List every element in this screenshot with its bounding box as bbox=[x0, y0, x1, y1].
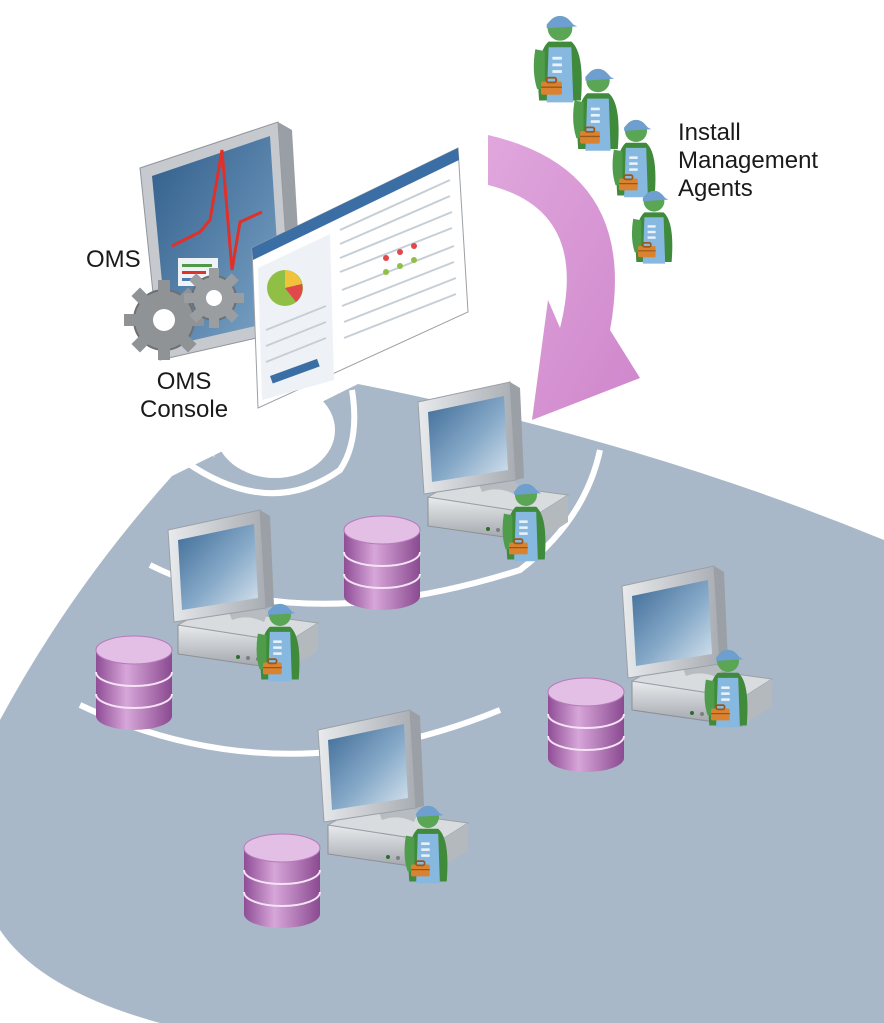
install-arrow bbox=[488, 135, 640, 420]
database-icon bbox=[243, 833, 321, 929]
database-icon bbox=[343, 515, 421, 611]
oms-label: OMS bbox=[86, 246, 141, 273]
gear-icon bbox=[184, 268, 244, 328]
agent-icon bbox=[611, 118, 657, 199]
database-icon bbox=[547, 677, 625, 773]
gear-icon bbox=[124, 280, 204, 360]
ring-line-inner bbox=[184, 389, 358, 497]
oms-console-label: OMS Console bbox=[140, 368, 229, 423]
install-agents-label: Install Management Agents bbox=[678, 119, 819, 202]
database-icon bbox=[95, 635, 173, 731]
agent-icon bbox=[532, 14, 583, 104]
agent-icon bbox=[631, 190, 674, 265]
console-window-icon bbox=[251, 147, 469, 409]
